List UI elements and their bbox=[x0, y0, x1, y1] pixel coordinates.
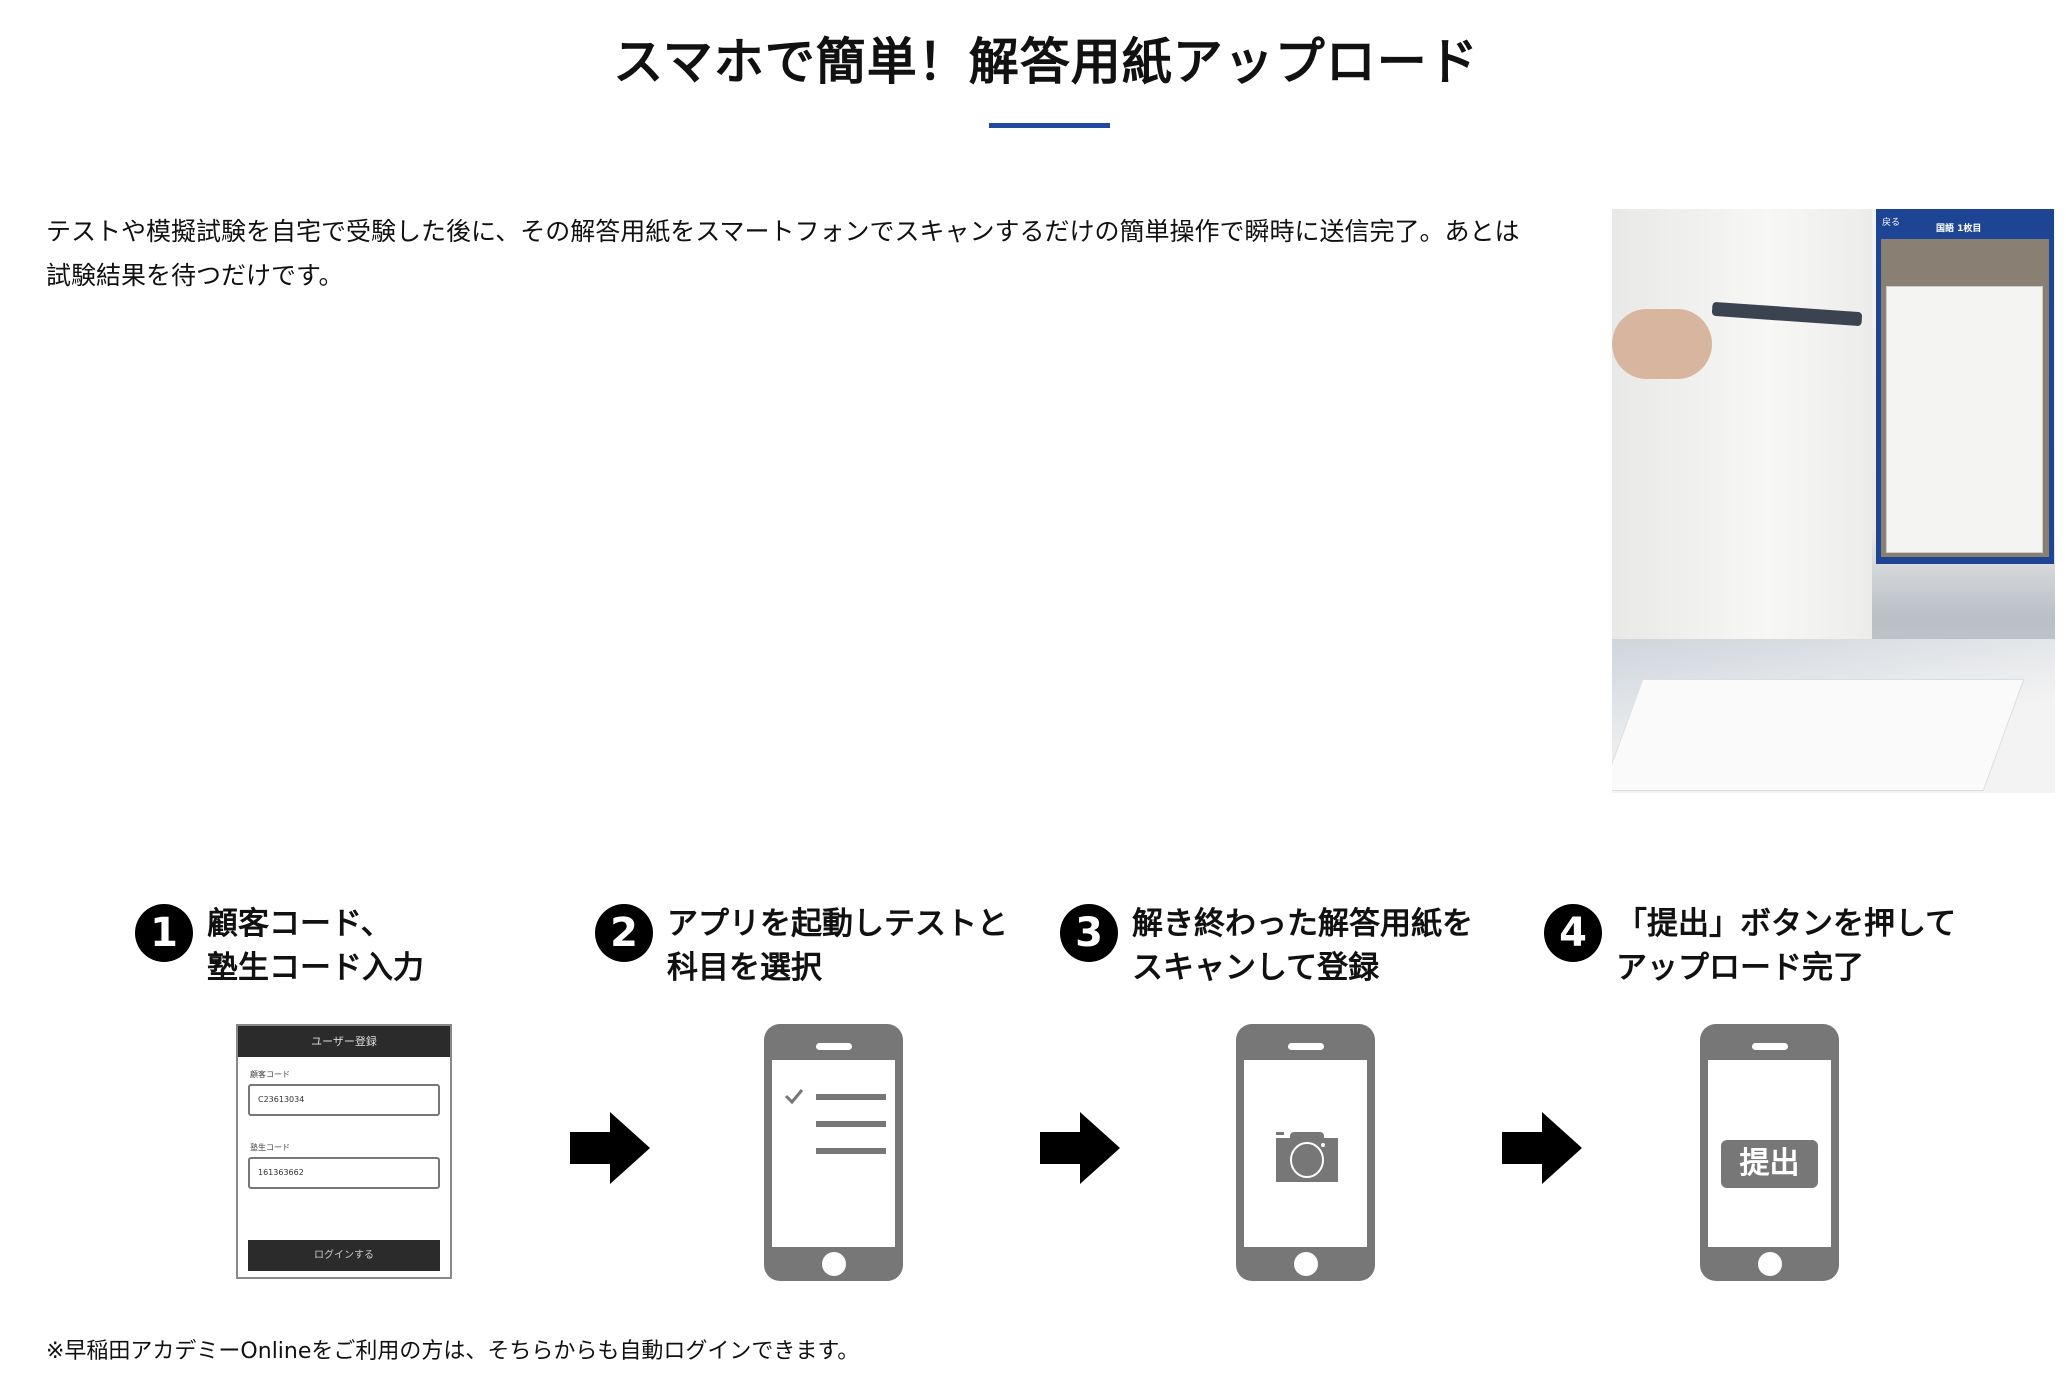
phone-screen bbox=[772, 1060, 895, 1247]
app-screenshot-inset: 戻る 国語 1枚目 bbox=[1876, 209, 2054, 564]
phone-scan-illustration bbox=[1236, 1024, 1375, 1281]
phone-speaker bbox=[815, 1043, 852, 1050]
login-screen-illustration: ユーザー登録 顧客コード C23613034 塾生コード 161363662 ロ… bbox=[236, 1024, 452, 1279]
back-button: 戻る bbox=[1882, 218, 1901, 228]
step-text: 「提出」ボタンを押して アップロード完了 bbox=[1616, 906, 1957, 986]
step-number: 1 bbox=[135, 904, 193, 962]
phone-home-button bbox=[821, 1252, 846, 1276]
phone-speaker bbox=[1751, 1043, 1788, 1050]
step-3-heading: 3 解き終わった解答用紙を スキャンして登録 bbox=[1060, 904, 1473, 990]
step-number: 2 bbox=[595, 904, 653, 962]
phone-home-button bbox=[1757, 1252, 1782, 1276]
step-number: 3 bbox=[1060, 904, 1118, 962]
person-shape bbox=[1612, 209, 1872, 639]
arrow-right-icon bbox=[1502, 1112, 1582, 1184]
phone-screen bbox=[1244, 1060, 1367, 1247]
page-title: スマホで簡単！解答用紙アップロード bbox=[613, 33, 1479, 91]
step-text: アプリを起動しテストと 科目を選択 bbox=[667, 906, 1008, 986]
step-2-heading: 2 アプリを起動しテストと 科目を選択 bbox=[595, 904, 1008, 990]
arrow-right-icon bbox=[1040, 1112, 1120, 1184]
phone-home-button bbox=[1293, 1252, 1318, 1276]
submit-button-illustration: 提出 bbox=[1721, 1140, 1818, 1188]
customer-code-field: C23613034 bbox=[248, 1084, 440, 1116]
step-text: 顧客コード、 塾生コード入力 bbox=[207, 906, 424, 986]
phone-submit-illustration: 提出 bbox=[1700, 1024, 1839, 1281]
title-underline bbox=[989, 123, 1110, 128]
hand-shape bbox=[1612, 309, 1712, 379]
footnote: ※早稲田アカデミーOnlineをご利用の方は、そちらからも自動ログインできます。 bbox=[46, 1339, 860, 1364]
answer-sheet-on-desk bbox=[1612, 679, 2025, 791]
step-number: 4 bbox=[1544, 904, 1602, 962]
student-code-label: 塾生コード bbox=[250, 1143, 290, 1152]
login-header: ユーザー登録 bbox=[238, 1026, 450, 1057]
camera-icon bbox=[1276, 1132, 1338, 1182]
scanning-photo: 戻る 国語 1枚目 bbox=[1612, 209, 2055, 793]
camera-view bbox=[1881, 239, 2049, 557]
step-4-heading: 4 「提出」ボタンを押して アップロード完了 bbox=[1544, 904, 1956, 990]
app-header-title: 国語 1枚目 bbox=[1936, 224, 1982, 234]
student-code-field: 161363662 bbox=[248, 1157, 440, 1189]
login-button: ログインする bbox=[248, 1240, 440, 1271]
intro-text: テストや模擬試験を自宅で受験した後に、その解答用紙をスマートフォンでスキャンする… bbox=[46, 217, 1520, 290]
customer-code-label: 顧客コード bbox=[250, 1070, 290, 1079]
step-text: 解き終わった解答用紙を スキャンして登録 bbox=[1132, 906, 1473, 986]
checklist-icon bbox=[784, 1089, 886, 1154]
step-1-heading: 1 顧客コード、 塾生コード入力 bbox=[135, 904, 424, 990]
phone-select-test-illustration bbox=[764, 1024, 903, 1281]
scanned-sheet bbox=[1886, 286, 2043, 553]
phone-speaker bbox=[1287, 1043, 1324, 1050]
arrow-right-icon bbox=[570, 1112, 650, 1184]
phone-screen: 提出 bbox=[1708, 1060, 1831, 1247]
